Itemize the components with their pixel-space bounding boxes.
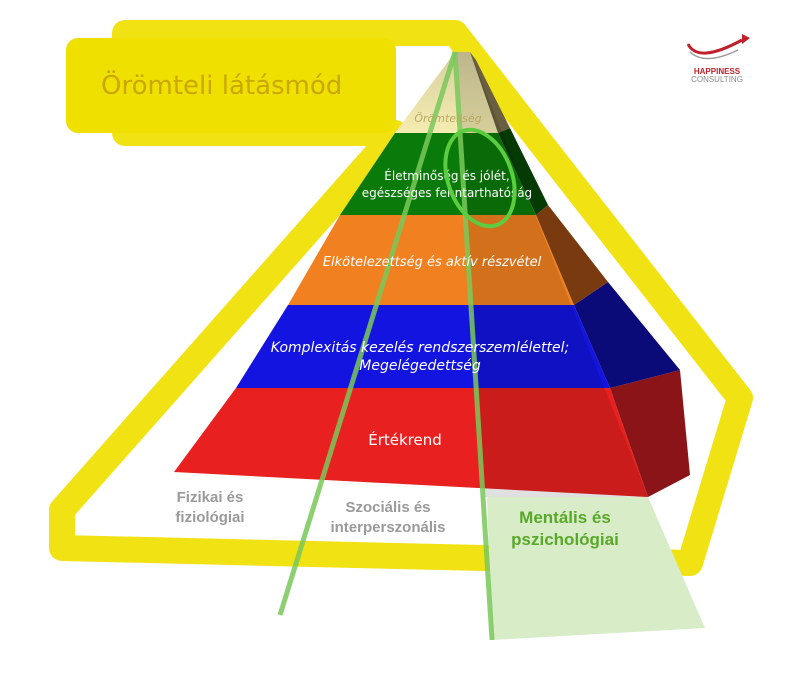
- logo-arrow-icon: [742, 34, 750, 44]
- highlight-circle: [443, 127, 517, 229]
- base-label-social-2: interperszonális: [330, 519, 445, 536]
- base-label-mental-2: pszichológiai: [511, 530, 619, 549]
- base-label-physical-2: fiziológiai: [175, 509, 244, 526]
- side-face-elkotelezettseg: [536, 205, 608, 305]
- base-label-physical-1: Fizikai és: [177, 489, 244, 506]
- level-komplexitas: [236, 305, 610, 388]
- level-oromteliseg: [395, 52, 498, 133]
- level-ertekrend: [174, 388, 648, 497]
- label-oromteliseg: Örömteliség: [414, 112, 481, 125]
- mental-region-tint: [487, 497, 705, 640]
- logo-line2: CONSULTING: [691, 75, 743, 84]
- front-shade: [457, 52, 648, 497]
- side-face-ertekrend: [610, 370, 690, 497]
- base-label-social-1: Szociális és: [345, 499, 430, 516]
- label-ertekrend: Értékrend: [368, 430, 442, 449]
- side-face-eletminoseg: [498, 128, 548, 215]
- level-eletminoseg: [340, 133, 536, 215]
- label-eletminoseg-2: egészséges fenntarthatóság: [362, 186, 532, 200]
- happiness-consulting-logo: HAPPINESS CONSULTING: [686, 34, 750, 84]
- cone-line-right: [452, 51, 495, 641]
- side-face-oromteliseg: [470, 52, 510, 133]
- cone-line-left: [277, 51, 458, 616]
- level-elkotelezettseg: [288, 215, 574, 305]
- label-komplexitas-1: Komplexitás kezelés rendszerszemlélettel…: [271, 340, 569, 356]
- logo-swoosh-grey-icon: [689, 49, 739, 60]
- side-face-komplexitas: [574, 282, 680, 388]
- label-elkotelezettseg: Elkötelezettség és aktív részvétel: [323, 255, 542, 270]
- title-banner: [66, 38, 396, 133]
- label-komplexitas-2: Megelégedettség: [359, 358, 481, 374]
- logo-line1: HAPPINESS: [694, 67, 741, 76]
- base-label-mental-1: Mentális és: [519, 508, 611, 527]
- logo-swoosh-icon: [686, 38, 743, 55]
- page-title: Örömteli látásmód: [101, 69, 342, 101]
